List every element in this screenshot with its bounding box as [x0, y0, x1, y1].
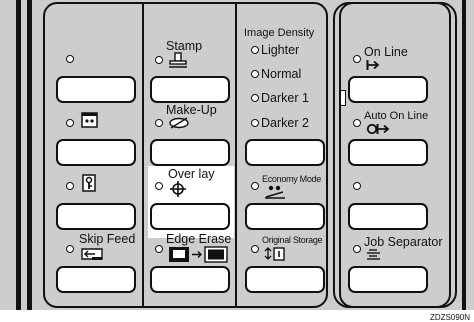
auto-online-key[interactable] [348, 139, 428, 166]
led-toner [66, 119, 74, 127]
stamp-icon [169, 52, 187, 68]
original-storage-label: Original Storage [262, 235, 323, 245]
right-edge-bar [462, 0, 466, 310]
key-card-icon [82, 174, 96, 192]
led-key-card [66, 182, 74, 190]
led-edge-erase [155, 245, 163, 253]
main-key-frame [43, 2, 328, 308]
economy-mode-icon [265, 185, 285, 199]
density-option-lighter: Lighter [261, 43, 300, 57]
left-edge-bar-2 [27, 0, 32, 310]
frame-clip [340, 90, 346, 106]
led-stamp [155, 56, 163, 64]
makeup-key[interactable] [150, 139, 230, 166]
online-key[interactable] [348, 76, 428, 103]
figure-code: ZDZS090N [429, 313, 470, 322]
function-key-col4[interactable] [348, 203, 428, 230]
economy-mode-key[interactable] [245, 203, 325, 230]
auto-online-icon [366, 123, 390, 135]
led-col1-row1 [66, 55, 74, 63]
led-density-darker1 [251, 94, 259, 102]
function-key-1[interactable] [56, 76, 136, 103]
skip-feed-icon [81, 248, 103, 260]
original-storage-key[interactable] [245, 266, 325, 293]
led-density-darker2 [251, 119, 259, 127]
led-density-normal [251, 70, 259, 78]
job-separator-label: Job Separator [364, 235, 443, 249]
overlay-icon [170, 181, 186, 197]
column-divider-1 [142, 2, 144, 308]
left-edge-bar [16, 0, 21, 310]
edge-erase-label: Edge Erase [166, 232, 232, 246]
led-skip-feed [66, 245, 74, 253]
image-density-title: Image Density [244, 27, 315, 39]
skip-feed-label: Skip Feed [79, 232, 136, 246]
online-key-outer-frame [333, 2, 457, 308]
key-card-key[interactable] [56, 203, 136, 230]
online-icon [366, 60, 380, 70]
led-col4-row3 [353, 182, 361, 190]
economy-mode-label: Economy Mode [262, 174, 321, 184]
density-option-normal: Normal [261, 67, 302, 81]
online-label: On Line [364, 45, 408, 59]
skip-feed-key[interactable] [56, 266, 136, 293]
density-option-darker2: Darker 2 [261, 116, 309, 130]
makeup-icon [169, 117, 189, 129]
led-online [353, 55, 361, 63]
original-storage-icon [264, 247, 285, 261]
job-separator-key[interactable] [348, 266, 428, 293]
led-makeup [155, 119, 163, 127]
density-option-darker1: Darker 1 [261, 91, 309, 105]
edge-erase-icon [169, 246, 228, 263]
toner-key[interactable] [56, 139, 136, 166]
auto-online-label: Auto On Line [364, 110, 429, 122]
stamp-key[interactable] [150, 76, 230, 103]
edge-erase-key[interactable] [150, 266, 230, 293]
led-job-separator [353, 245, 361, 253]
column-divider-2 [235, 2, 237, 308]
led-density-lighter [251, 46, 259, 54]
overlay-key[interactable] [150, 203, 230, 230]
overlay-label: Over lay [168, 167, 215, 181]
makeup-label: Make-Up [166, 103, 217, 117]
job-separator-icon [367, 249, 380, 260]
led-original-storage [251, 245, 259, 253]
stamp-label: Stamp [166, 39, 203, 53]
led-overlay [155, 182, 163, 190]
toner-icon [81, 112, 98, 128]
led-economy-mode [251, 182, 259, 190]
image-density-key[interactable] [245, 139, 325, 166]
led-auto-online [353, 119, 361, 127]
